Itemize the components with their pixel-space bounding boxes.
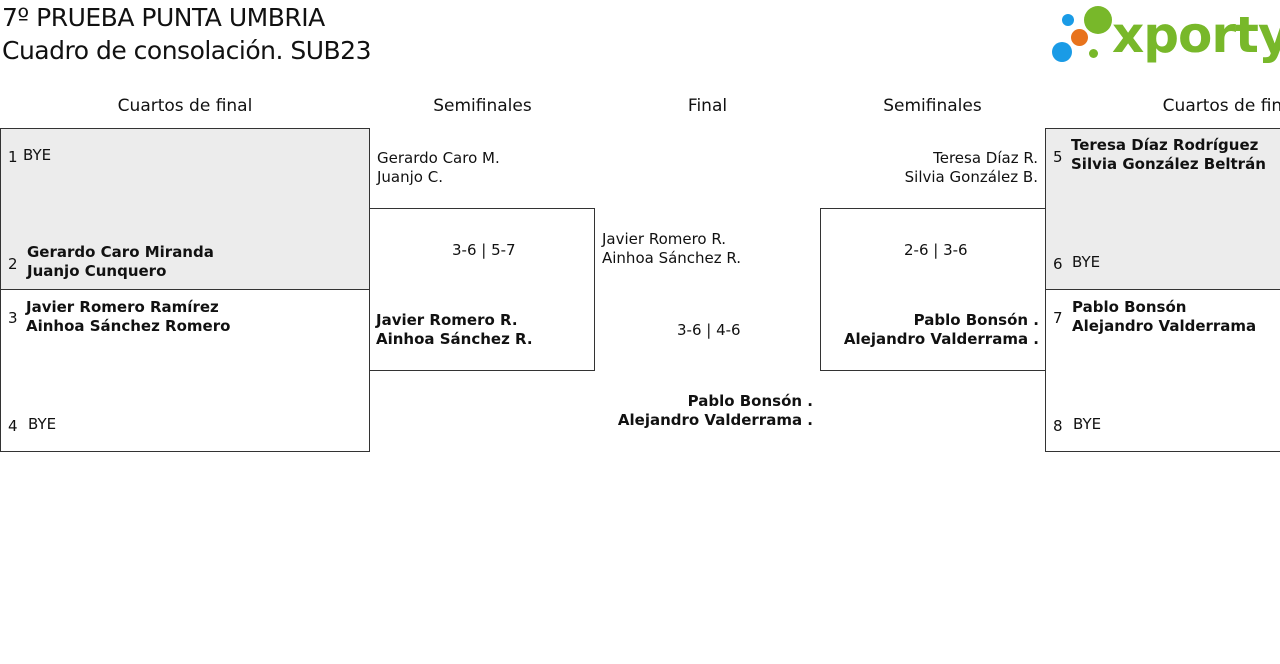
round-header-left-quarters: Cuartos de final [117, 96, 253, 116]
logo-dot-blue-top [1062, 14, 1074, 26]
team-name: Pablo Bonsón [1072, 298, 1187, 316]
left-sf-top-team: Juanjo C. [377, 168, 443, 186]
xporty-logo: xporty [1050, 4, 1280, 68]
left-qf-match-2: 3 Javier Romero Ramírez Ainhoa Sánchez R… [0, 289, 370, 452]
team-name: Javier Romero Ramírez [26, 298, 219, 316]
team-name: BYE [1072, 253, 1101, 271]
team-name: BYE [28, 415, 57, 433]
team-name: Alejandro Valderrama . [843, 330, 1039, 348]
winner-name: Alejandro Valderrama . [617, 411, 813, 429]
right-qf-match-2: 7 Pablo Bonsón Alejandro Valderrama 8 BY… [1045, 289, 1280, 452]
right-qf-match-1: 5 Teresa Díaz Rodríguez Silvia González … [1045, 128, 1280, 290]
left-qf-match-1: 1 BYE 2 Gerardo Caro Miranda Juanjo Cunq… [0, 128, 370, 290]
team-name: Juanjo Cunquero [27, 262, 167, 280]
match-score: 2-6 | 3-6 [904, 241, 968, 259]
team-name: Alejandro Valderrama [1072, 317, 1257, 335]
logo-dot-green [1084, 6, 1112, 34]
winner-name: Pablo Bonsón . [687, 392, 813, 410]
seed-number: 7 [1053, 309, 1063, 327]
round-header-right-quarters: Cuartos de final [1162, 96, 1280, 116]
right-sf-top-team: Teresa Díaz R. Silvia González B. [820, 149, 1038, 187]
team-name: Ainhoa Sánchez Romero [26, 317, 231, 335]
final-winner: Pablo Bonsón . Alejandro Valderrama . [595, 392, 813, 430]
seed-number: 8 [1053, 417, 1063, 435]
team-name: Javier Romero R. [376, 311, 518, 329]
team-name: Silvia González Beltrán [1071, 155, 1266, 173]
team-name: BYE [1073, 415, 1102, 433]
seed-number: 2 [8, 255, 18, 273]
team-name: BYE [23, 146, 52, 164]
right-sf-bottom-team: Pablo Bonsón . Alejandro Valderrama . [821, 311, 1039, 349]
final-left-team: Ainhoa Sánchez R. [602, 249, 742, 267]
team-name: Teresa Díaz Rodríguez [1071, 136, 1259, 154]
seed-number: 6 [1053, 255, 1063, 273]
left-sf-match: 3-6 | 5-7 Javier Romero R. Ainhoa Sánche… [369, 208, 595, 371]
right-sf-match: 2-6 | 3-6 Pablo Bonsón . Alejandro Valde… [820, 208, 1046, 371]
match-score: 3-6 | 5-7 [452, 241, 516, 259]
page-subtitle: Cuadro de consolación. SUB23 [2, 36, 371, 65]
round-header-left-semis: Semifinales [433, 96, 532, 116]
seed-number: 4 [8, 417, 18, 435]
final-score: 3-6 | 4-6 [677, 321, 741, 339]
team-name: Ainhoa Sánchez R. [376, 330, 533, 348]
team-name: Gerardo Caro Miranda [27, 243, 214, 261]
final-left-team: Javier Romero R. [602, 230, 727, 248]
team-name: Teresa Díaz R. [933, 149, 1038, 167]
team-name: Pablo Bonsón . [913, 311, 1039, 329]
round-header-right-semis: Semifinales [883, 96, 982, 116]
seed-number: 5 [1053, 148, 1063, 166]
round-header-final: Final [687, 96, 728, 116]
seed-number: 1 [8, 148, 18, 166]
page-title: 7º PRUEBA PUNTA UMBRIA [2, 3, 325, 32]
logo-dot-orange [1071, 29, 1088, 46]
seed-number: 3 [8, 309, 18, 327]
left-sf-top-team: Gerardo Caro M. [377, 149, 500, 167]
team-name: Silvia González B. [904, 168, 1038, 186]
logo-wordmark: xporty [1112, 6, 1280, 64]
logo-dot-green-small [1089, 49, 1098, 58]
logo-dot-blue-bottom [1052, 42, 1072, 62]
